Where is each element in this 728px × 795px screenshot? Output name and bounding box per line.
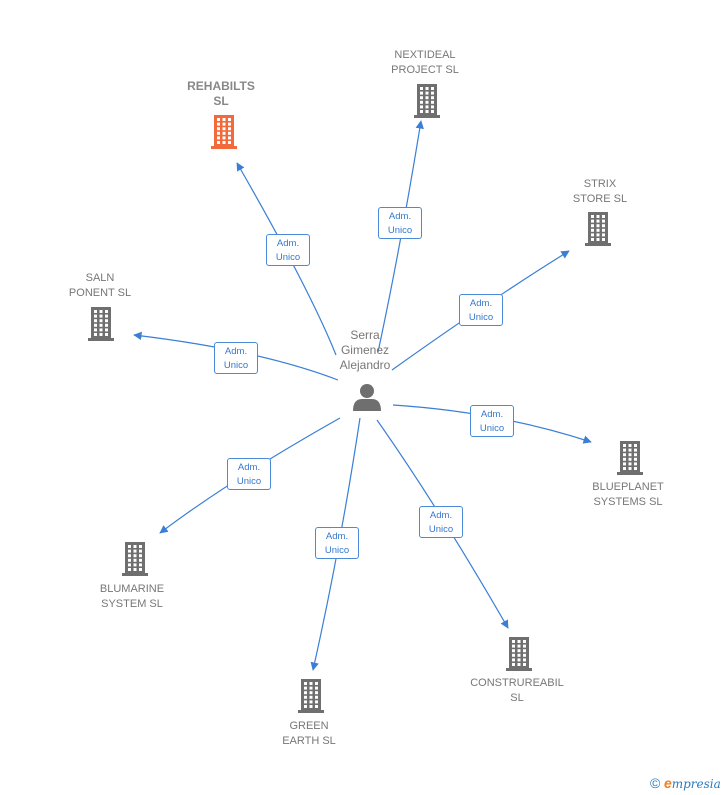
company-label-line: SL [213,94,229,108]
role-label-strix[interactable]: Adm. Unico [459,294,503,326]
company-label-green[interactable]: GREEN EARTH SL [282,719,336,749]
company-label-line: PONENT SL [68,287,132,299]
company-label-line: CONSTRUREABIL [470,677,564,689]
person-name-line-1: Serra [350,328,380,342]
brand-logo-text: mpresia [671,777,721,791]
role-label-line-1: Adm. [325,531,349,542]
role-label-line-1: Adm. [224,346,248,357]
center-person-label[interactable]: Serra Gimenez Alejandro [340,328,391,373]
person-name-line-2: Gimenez [340,343,390,357]
edge-rehabilts [236,162,337,356]
role-label-line-2: Unico [223,360,249,371]
role-label-line-2: Unico [236,476,262,487]
company-label-blueplanet[interactable]: BLUEPLANET SYSTEMS SL [592,480,664,510]
nodes-layer [88,84,643,713]
company-label-saln[interactable]: SALN PONENT SL [69,271,131,301]
role-label-line-2: Unico [275,252,301,263]
role-label-line-2: Unico [387,225,413,236]
building-icon-nextideal[interactable] [414,84,440,118]
copyright-symbol: © [650,775,661,791]
role-label-line-2: Unico [479,423,505,434]
building-icon-construreabil[interactable] [506,637,532,671]
role-label-line-2: Unico [324,545,350,556]
edge-nextideal [377,120,424,353]
role-label-blumarine[interactable]: Adm. Unico [227,458,271,490]
role-label-line-1: Adm. [480,409,504,420]
role-label-construreabil[interactable]: Adm. Unico [419,506,463,538]
role-label-line-1: Adm. [429,510,453,521]
company-label-line: GREEN [289,720,329,732]
copyright-footer[interactable]: © empresia [650,775,721,791]
building-icon-blueplanet[interactable] [617,441,643,475]
company-label-line: SYSTEM SL [101,598,163,610]
building-icon-strix[interactable] [585,212,611,246]
role-label-green[interactable]: Adm. Unico [315,527,359,559]
role-label-line-2: Unico [468,312,494,323]
role-label-nextideal[interactable]: Adm. Unico [378,207,422,239]
company-label-line: STORE SL [572,193,628,205]
building-icon-green[interactable] [298,679,324,713]
role-label-line-2: Unico [428,524,454,535]
role-label-rehabilts[interactable]: Adm. Unico [266,234,310,266]
company-label-line: EARTH SL [282,735,336,747]
company-label-blumarine[interactable]: BLUMARINE SYSTEM SL [100,582,164,612]
role-label-blueplanet[interactable]: Adm. Unico [470,405,514,437]
brand-logo-initial: e [663,775,672,791]
role-label-line-1: Adm. [469,298,493,309]
company-label-line: SYSTEMS SL [593,496,663,508]
company-label-line: REHABILTS [187,79,255,93]
role-label-saln[interactable]: Adm. Unico [214,342,258,374]
person-name-line-3: Alejandro [339,358,391,372]
building-icon-rehabilts[interactable] [211,115,237,149]
company-label-line: BLUEPLANET [592,481,664,493]
building-icon-saln[interactable] [88,307,114,341]
building-icon-blumarine[interactable] [122,542,148,576]
company-label-nextideal[interactable]: NEXTIDEAL PROJECT SL [391,48,459,78]
person-icon[interactable] [353,384,381,411]
company-label-line: PROJECT SL [391,64,459,76]
company-label-line: SALN [85,272,115,284]
company-label-line: NEXTIDEAL [394,49,456,61]
company-label-strix[interactable]: STRIX STORE SL [573,177,627,207]
company-label-line: SL [510,692,524,704]
role-label-line-1: Adm. [237,462,261,473]
company-label-line: STRIX [583,178,617,190]
company-label-construreabil[interactable]: CONSTRUREABIL SL [470,676,564,706]
role-label-line-1: Adm. [276,238,300,249]
company-label-line: BLUMARINE [99,583,165,595]
role-label-line-1: Adm. [388,211,412,222]
